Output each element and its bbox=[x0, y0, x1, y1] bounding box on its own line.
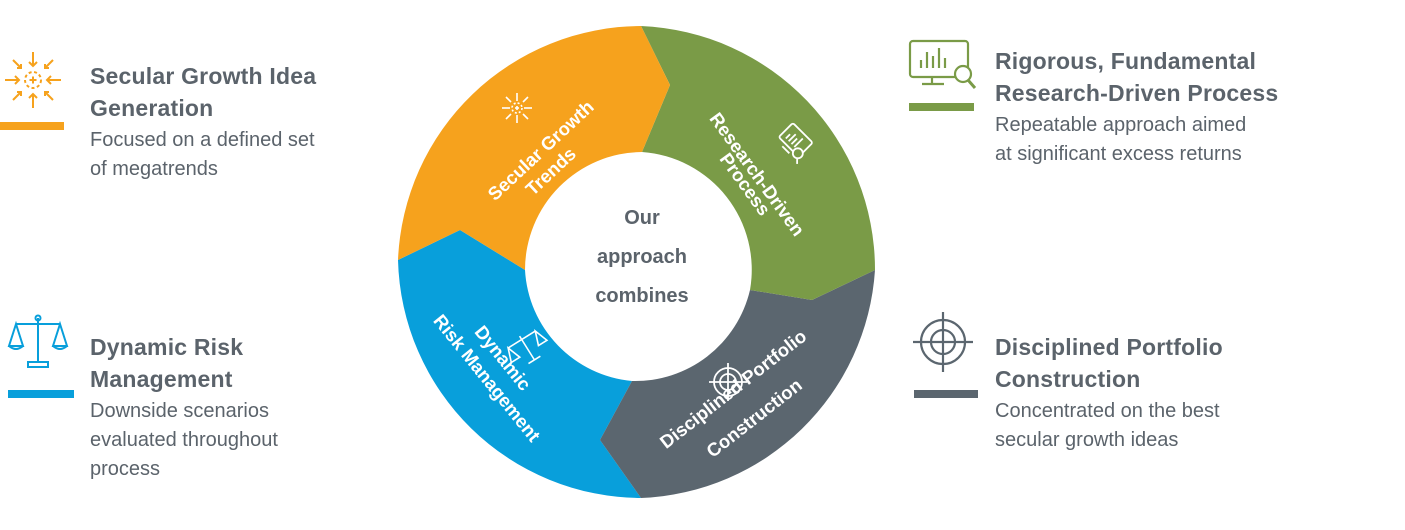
callout-title-line: Research-Driven Process bbox=[995, 80, 1279, 106]
segment-blue bbox=[398, 230, 641, 498]
callout-research-driven: Rigorous, Fundamental Research-Driven Pr… bbox=[995, 45, 1278, 169]
callout-desc-line: at significant excess returns bbox=[995, 143, 1242, 165]
research-chart-icon bbox=[778, 122, 813, 164]
balance-scale-icon bbox=[506, 329, 549, 365]
callout-title-line: Dynamic Risk bbox=[90, 334, 244, 360]
crosshair-target-icon bbox=[709, 363, 747, 401]
center-text-line1: Our bbox=[624, 207, 660, 229]
blue-accent-bar bbox=[8, 390, 74, 398]
callout-desc-line: Concentrated on the best bbox=[995, 400, 1220, 422]
growth-burst-icon bbox=[5, 52, 61, 108]
callout-title-line: Disciplined Portfolio bbox=[995, 334, 1223, 360]
callout-title-line: Generation bbox=[90, 95, 214, 121]
callout-desc-line: Repeatable approach aimed bbox=[995, 114, 1247, 136]
segment-orange bbox=[398, 26, 670, 270]
research-chart-icon bbox=[908, 39, 977, 89]
callout-desc-line: Focused on a defined set bbox=[90, 129, 315, 151]
crosshair-target-icon bbox=[913, 312, 973, 372]
callout-desc-line: process bbox=[90, 458, 161, 480]
callout-dynamic-risk: Dynamic Risk Management Downside scenari… bbox=[90, 331, 278, 484]
gray-accent-bar bbox=[914, 390, 978, 398]
callout-secular-growth: Secular Growth Idea Generation Focused o… bbox=[90, 60, 316, 184]
callout-desc-line: Downside scenarios bbox=[90, 400, 269, 422]
center-text-line3: combines bbox=[595, 285, 688, 307]
callout-title-line: Rigorous, Fundamental bbox=[995, 48, 1257, 74]
growth-burst-icon bbox=[502, 93, 532, 123]
callout-desc-line: evaluated throughout bbox=[90, 429, 278, 451]
callout-disciplined-portfolio: Disciplined Portfolio Construction Conce… bbox=[995, 331, 1223, 455]
callout-desc-line: of megatrends bbox=[90, 158, 218, 180]
callout-title-line: Secular Growth Idea bbox=[90, 63, 317, 89]
callout-desc-line: secular growth ideas bbox=[995, 429, 1179, 451]
center-text-line2: approach bbox=[597, 246, 687, 268]
orange-accent-bar bbox=[0, 122, 64, 130]
segment-green bbox=[641, 26, 876, 300]
callout-title-line: Management bbox=[90, 366, 233, 392]
balance-scale-icon bbox=[7, 314, 69, 368]
green-accent-bar bbox=[909, 103, 974, 111]
segment-gray bbox=[600, 270, 875, 498]
callout-title-line: Construction bbox=[995, 366, 1141, 392]
